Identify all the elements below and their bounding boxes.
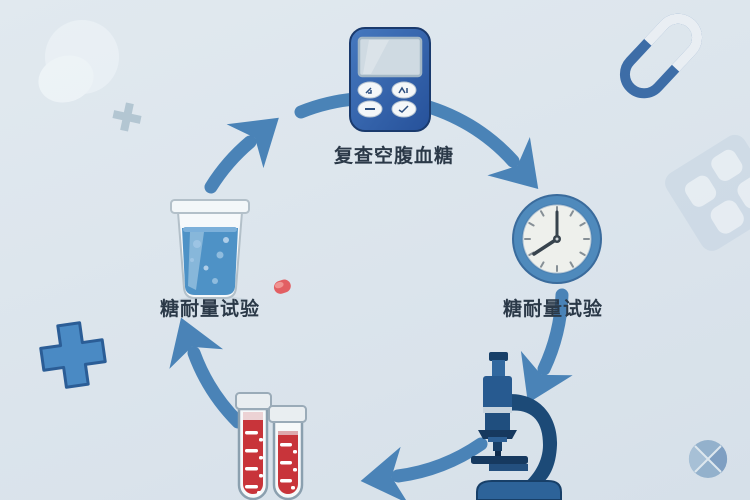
paperclip-icon xyxy=(619,13,703,99)
round-scored-pill-icon xyxy=(688,440,728,478)
arrow-tubes-to-beaker xyxy=(169,317,245,429)
clock-hour-hand xyxy=(532,237,559,256)
label-glucose-tolerance-test-right: 糖耐量试验 xyxy=(502,298,604,320)
pill-blister-pack-icon xyxy=(665,134,750,251)
glucose-meter-icon xyxy=(349,27,431,132)
faint-pill-circle-icon xyxy=(38,20,119,103)
arrow-microscope-to-tubes xyxy=(360,437,488,500)
blood-test-tubes-icon xyxy=(235,392,307,500)
label-glucose-tolerance-test-left: 糖耐量试验 xyxy=(159,298,261,320)
small-plus-icon xyxy=(112,102,142,132)
microscope-icon xyxy=(471,352,562,500)
arrow-clock-to-microscope xyxy=(520,288,573,404)
arrow-beaker-to-meter xyxy=(204,117,279,194)
label-fasting-glucose-recheck: 复查空腹血糖 xyxy=(333,145,455,167)
medical-cross-icon xyxy=(39,321,107,389)
beaker-with-glucose-solution-icon xyxy=(170,199,250,306)
clock-icon xyxy=(512,194,602,284)
red-pill-icon xyxy=(273,279,291,294)
